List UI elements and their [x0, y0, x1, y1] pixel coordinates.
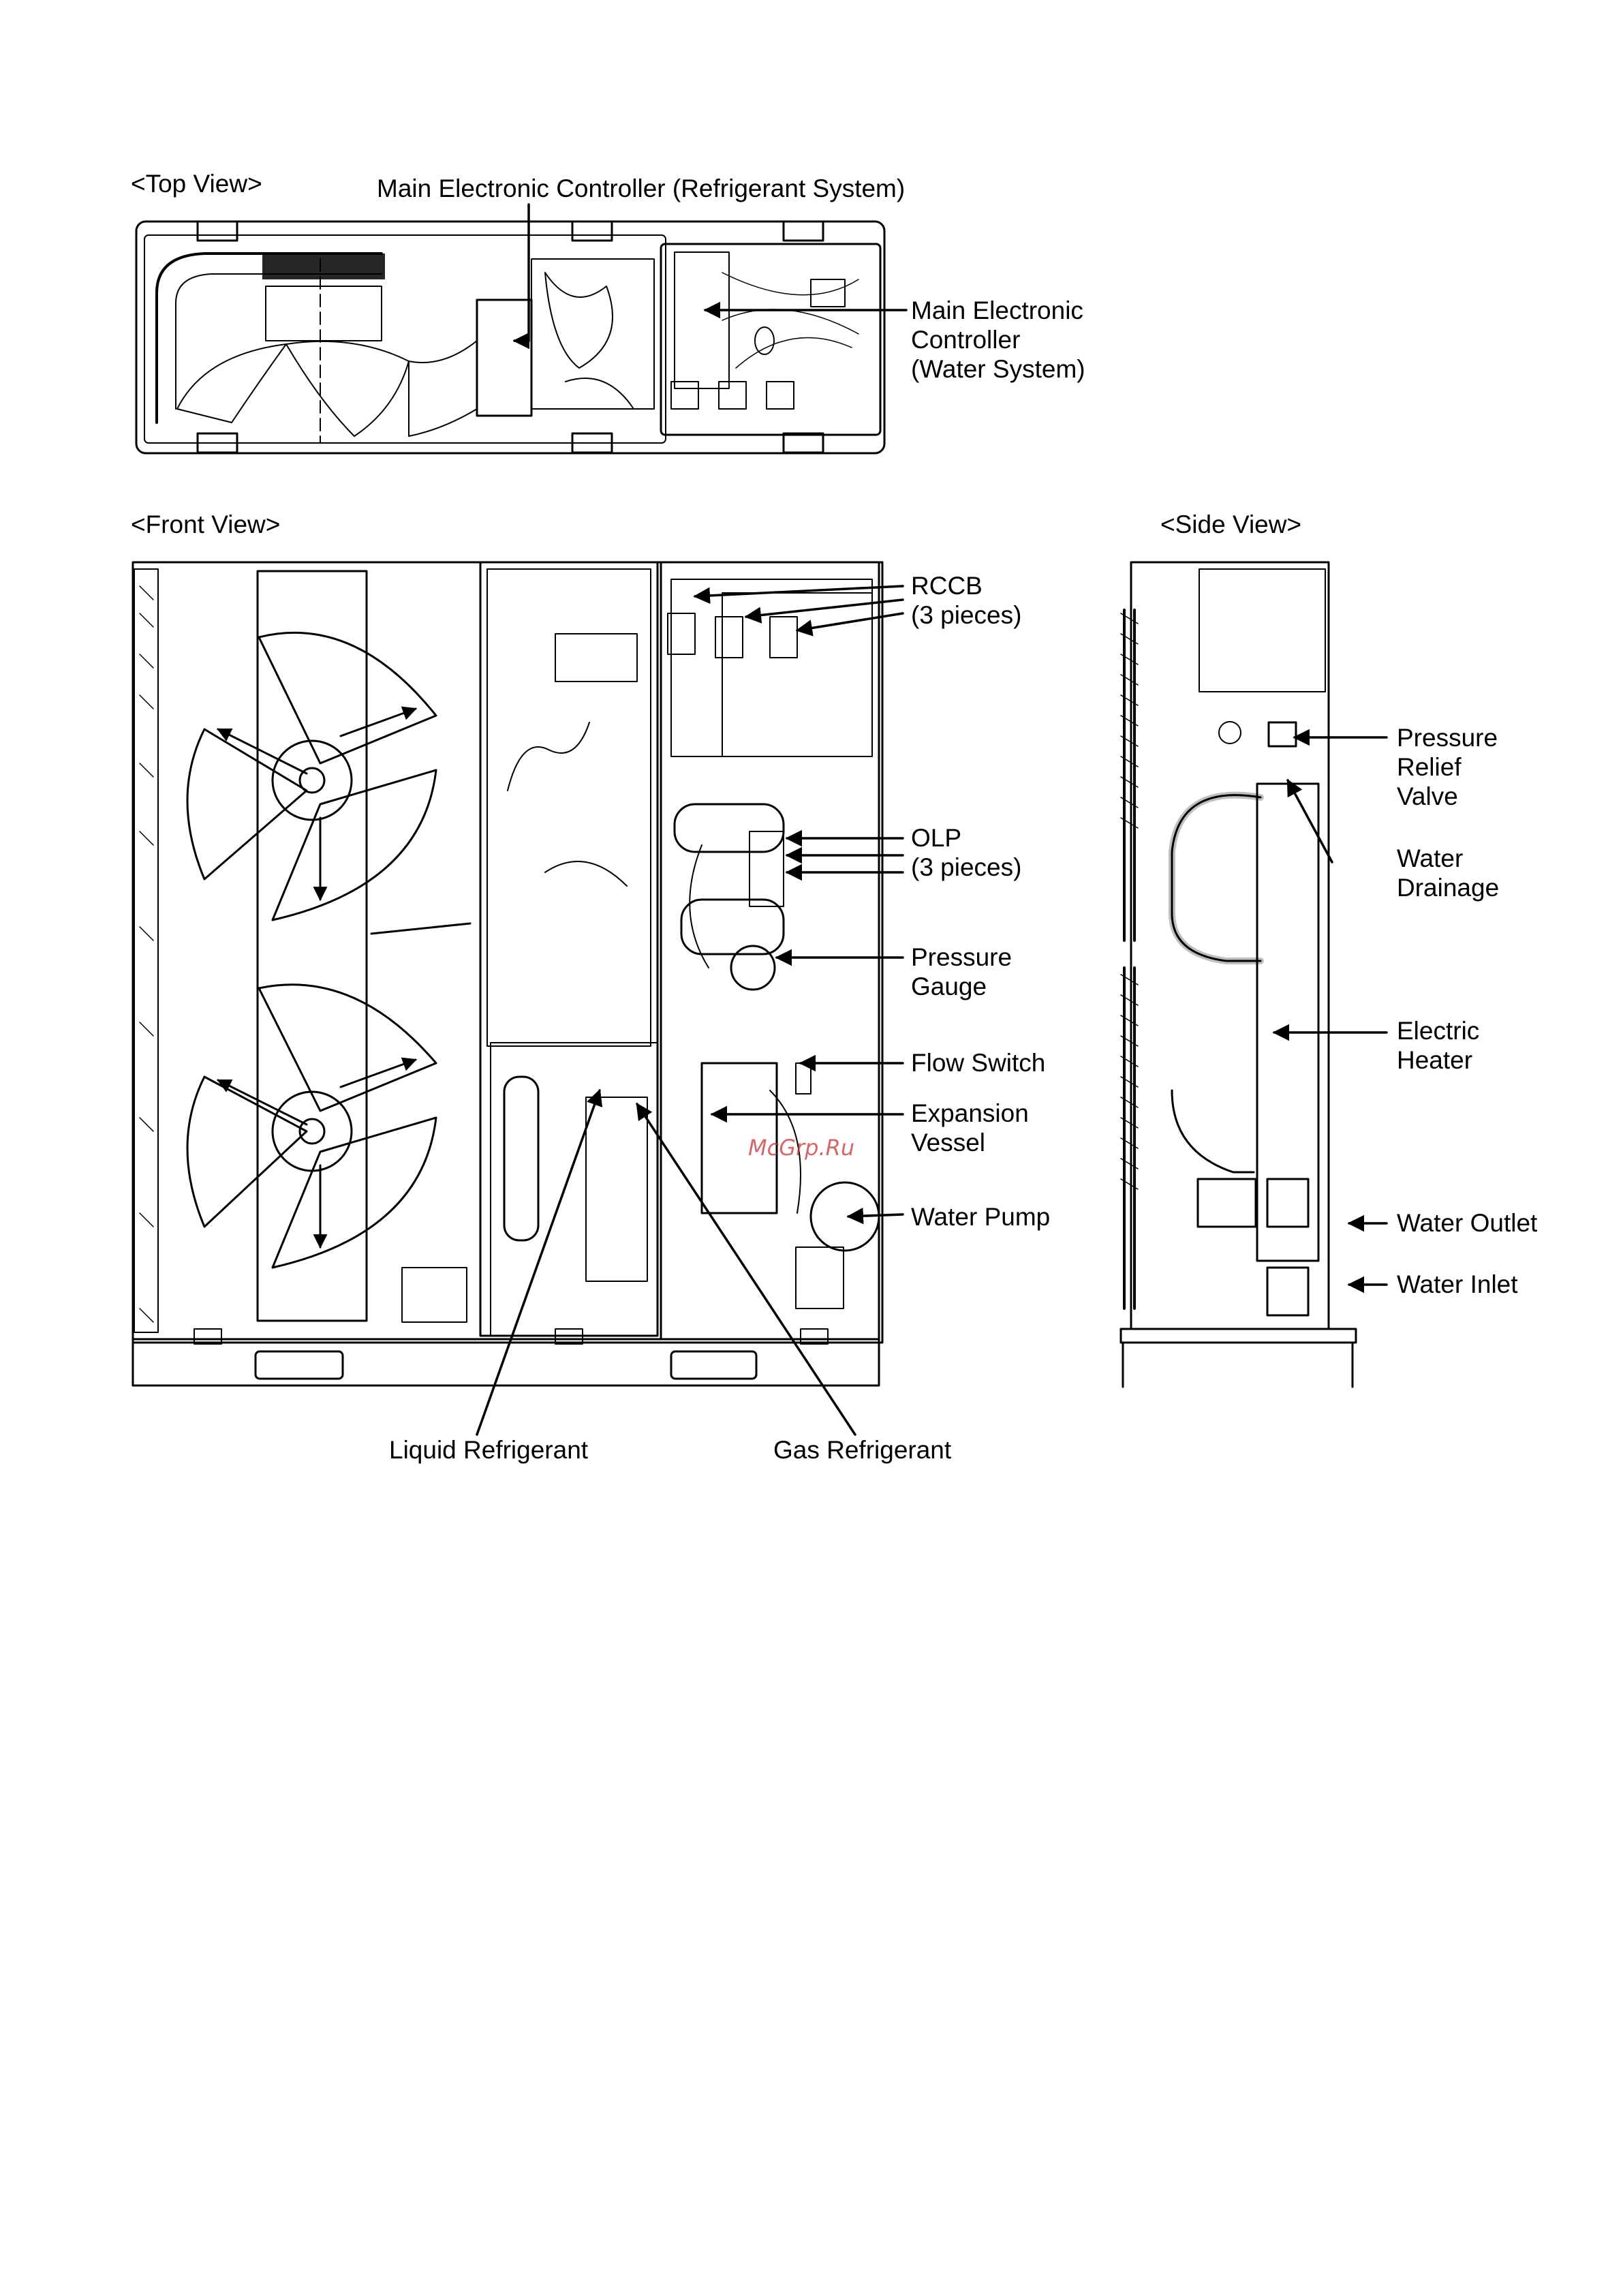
label-main-controller-water-line2: Controller [911, 326, 1021, 354]
label-rccb: RCCB (3 pieces) [911, 571, 1021, 630]
label-main-controller-water-line3: (Water System) [911, 355, 1085, 383]
label-olp-line1: OLP [911, 824, 962, 852]
label-pressure-relief-valve-line2: Relief [1397, 753, 1462, 781]
label-main-controller-water: Main Electronic Controller (Water System… [911, 296, 1085, 384]
label-rccb-line2: (3 pieces) [911, 601, 1022, 629]
leader-rccb-1 [693, 585, 904, 604]
label-main-controller-water-line1: Main Electronic [911, 296, 1083, 324]
leader-water-pump [846, 1207, 904, 1225]
label-electric-heater: Electric Heater [1397, 1016, 1479, 1075]
label-pressure-relief-valve-line1: Pressure [1397, 724, 1498, 752]
label-expansion-vessel: Expansion Vessel [911, 1099, 1029, 1157]
leader-liquid-refrigerant [476, 1088, 603, 1436]
leader-lines [476, 203, 1388, 1436]
side-view-drawing [1119, 561, 1357, 1388]
top-view-title: <Top View> [131, 170, 262, 198]
side-view-title: <Side View> [1160, 510, 1302, 538]
label-pressure-gauge: Pressure Gauge [911, 943, 1012, 1001]
front-view-title: <Front View> [131, 510, 281, 538]
label-olp: OLP (3 pieces) [911, 823, 1021, 882]
label-pressure-relief-valve-line3: Valve [1397, 782, 1458, 810]
label-electric-heater-line2: Heater [1397, 1046, 1473, 1074]
label-pressure-relief-valve: Pressure Relief Valve [1397, 723, 1498, 811]
leader-rccb-3 [795, 612, 904, 637]
front-view-drawing [132, 561, 884, 1387]
label-expansion-vessel-line1: Expansion [911, 1099, 1029, 1127]
label-rccb-line1: RCCB [911, 572, 983, 600]
label-pressure-gauge-line1: Pressure [911, 943, 1013, 971]
label-flow-switch: Flow Switch [911, 1049, 1046, 1077]
leader-gas-refrigerant [636, 1102, 856, 1436]
label-water-inlet: Water Inlet [1397, 1270, 1518, 1298]
label-water-drainage-line1: Water [1397, 844, 1464, 872]
leader-water-drainage [1286, 778, 1333, 863]
label-pressure-gauge-line2: Gauge [911, 973, 987, 1000]
label-water-pump: Water Pump [911, 1203, 1051, 1231]
leader-rccb-2 [744, 598, 904, 624]
label-main-controller-refrigerant: Main Electronic Controller (Refrigerant … [377, 174, 906, 202]
label-olp-line2: (3 pieces) [911, 853, 1022, 881]
label-water-drainage-line2: Drainage [1397, 874, 1500, 902]
label-water-outlet: Water Outlet [1397, 1209, 1538, 1237]
label-liquid-refrigerant: Liquid Refrigerant [389, 1436, 589, 1464]
watermark: McGrp.Ru [748, 1135, 855, 1161]
label-water-drainage: Water Drainage [1397, 844, 1499, 902]
label-expansion-vessel-line2: Vessel [911, 1129, 986, 1157]
label-gas-refrigerant: Gas Refrigerant [773, 1436, 952, 1464]
top-view-drawing [135, 220, 886, 455]
label-electric-heater-line1: Electric [1397, 1017, 1480, 1045]
